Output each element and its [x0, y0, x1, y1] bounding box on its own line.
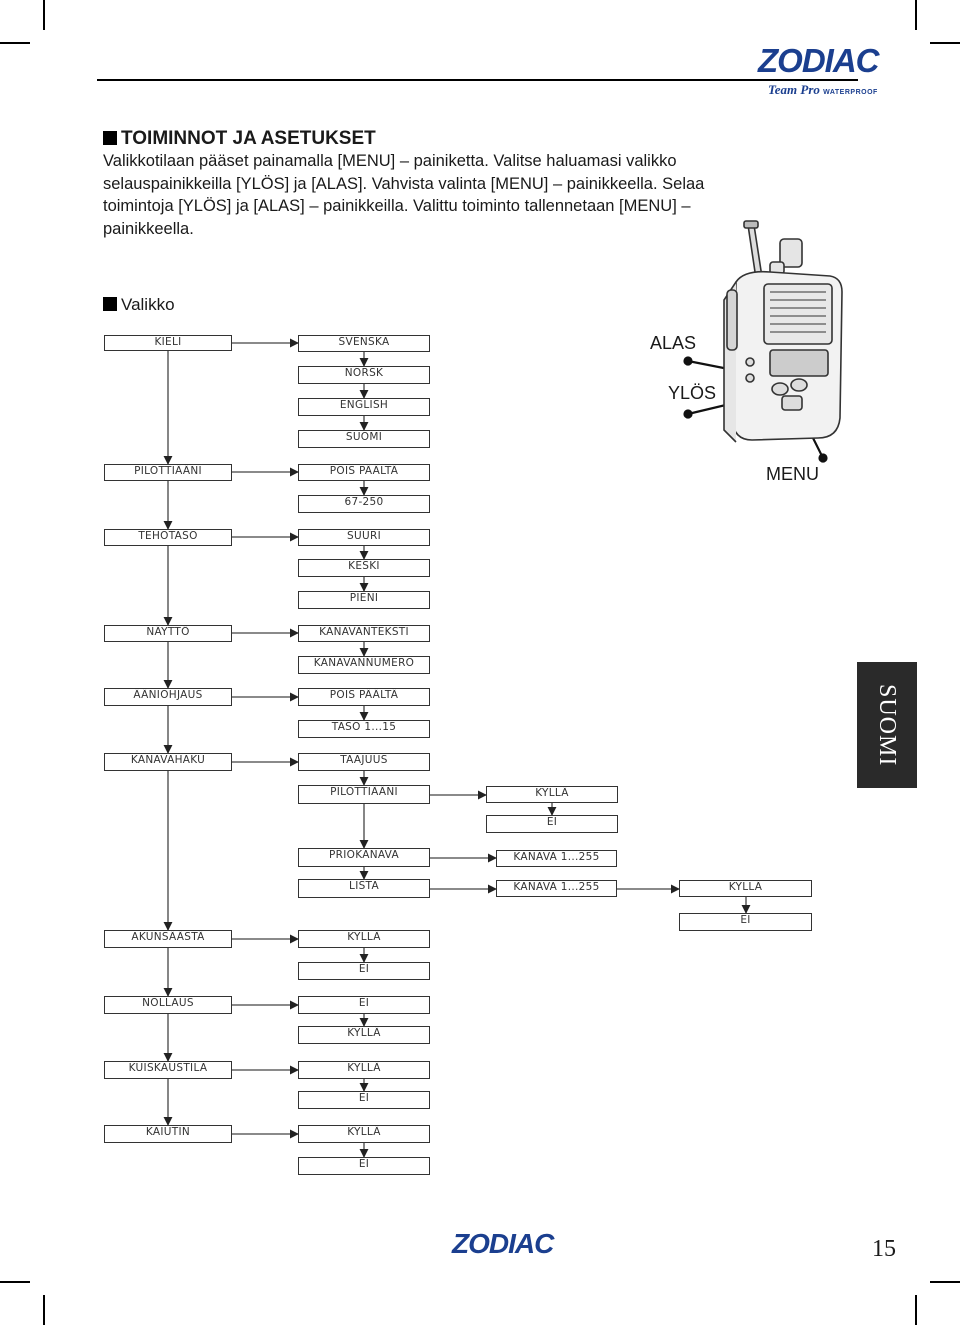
crop-mark: [0, 42, 30, 44]
option-box: SVENSKA: [298, 335, 430, 352]
side-tab-label: SUOMI: [874, 683, 900, 767]
crop-mark: [930, 1281, 960, 1283]
option-box: PRIOKANAVA: [298, 848, 430, 867]
option-box: PIENI: [298, 591, 430, 609]
menu-title: Valikko: [103, 295, 175, 315]
option-box: KANAVA 1...255: [496, 850, 617, 867]
header-tagline: Team Pro WATERPROOF: [768, 82, 878, 98]
menu-item-reset: NOLLAUS: [104, 996, 232, 1014]
crop-mark: [43, 1295, 45, 1325]
menu-title-text: Valikko: [121, 295, 175, 314]
intro-line: Valikkotilaan pääset painamalla [MENU] –…: [103, 152, 677, 170]
option-box: TAAJUUS: [298, 753, 430, 771]
option-box: KANAVANNUMERO: [298, 656, 430, 674]
crop-mark: [915, 1295, 917, 1325]
menu-item-display: NÄYTTÖ: [104, 625, 232, 642]
option-box: SUURI: [298, 529, 430, 546]
option-box: KYLLÄ: [298, 1061, 430, 1079]
option-box: EI: [486, 815, 618, 833]
intro-line: toimintoja [YLÖS] ja [ALAS] – painikkeil…: [103, 197, 691, 215]
option-box: SUOMI: [298, 430, 430, 448]
bullet-square-icon: [103, 297, 117, 311]
header-rule: [97, 79, 858, 81]
language-side-tab: SUOMI: [857, 662, 917, 788]
option-box: LISTA: [298, 879, 430, 898]
tagline-suffix: WATERPROOF: [823, 89, 878, 96]
tagline-text: Team Pro: [768, 82, 820, 97]
intro-paragraph: Valikkotilaan pääset painamalla [MENU] –…: [103, 150, 705, 240]
section-title-text: TOIMINNOT JA ASETUKSET: [121, 128, 376, 149]
option-box: NORSK: [298, 366, 430, 384]
option-box: KYLLÄ: [298, 1026, 430, 1044]
menu-item-pilot-tone: PILOTTIÄÄNI: [104, 464, 232, 481]
option-box: KANAVANTEKSTI: [298, 625, 430, 642]
option-box: POIS PÄÄLTÄ: [298, 464, 430, 481]
option-box: PILOTTIÄÄNI: [298, 785, 430, 804]
option-box: KESKI: [298, 559, 430, 577]
option-box: POIS PÄÄLTÄ: [298, 688, 430, 706]
menu-item-squelch: ÄÄNIOHJAUS: [104, 688, 232, 706]
header-logo: ZODIAC: [758, 42, 879, 79]
bullet-square-icon: [103, 131, 117, 145]
menu-item-whisper: KUISKAUSTILA: [104, 1061, 232, 1079]
option-box: TASO 1...15: [298, 720, 430, 738]
menu-item-scan: KANAVAHAKU: [104, 753, 232, 771]
option-box: KYLLÄ: [298, 930, 430, 948]
option-box: EI: [298, 962, 430, 980]
label-down: ALAS: [650, 333, 697, 353]
option-box: KYLLÄ: [298, 1125, 430, 1143]
option-box: KYLLÄ: [679, 880, 812, 897]
menu-item-power-level: TEHOTASO: [104, 529, 232, 546]
option-box: EI: [298, 1157, 430, 1175]
option-box: EI: [298, 996, 430, 1014]
option-box: KYLLÄ: [486, 786, 618, 803]
menu-item-battery-save: AKUNSÄÄSTÄ: [104, 930, 232, 948]
crop-mark: [915, 0, 917, 30]
option-box: ENGLISH: [298, 398, 430, 416]
section-title: TOIMINNOT JA ASETUKSET: [103, 128, 376, 150]
page-number: 15: [872, 1236, 896, 1262]
intro-line: selauspainikkeilla [YLÖS] ja [ALAS]. Vah…: [103, 174, 705, 193]
footer-logo: ZODIAC: [452, 1228, 554, 1259]
option-box: KANAVA 1...255: [496, 880, 617, 897]
crop-mark: [0, 1281, 30, 1283]
menu-item-language: KIELI: [104, 335, 232, 351]
crop-mark: [43, 0, 45, 30]
option-box: 67-250: [298, 495, 430, 513]
label-up: YLÖS: [668, 383, 717, 403]
option-box: EI: [679, 913, 812, 931]
intro-line: painikkeella.: [103, 219, 194, 238]
label-menu: MENU: [766, 464, 819, 484]
menu-item-speaker: KAIUTIN: [104, 1125, 232, 1143]
crop-mark: [930, 42, 960, 44]
option-box: EI: [298, 1091, 430, 1109]
